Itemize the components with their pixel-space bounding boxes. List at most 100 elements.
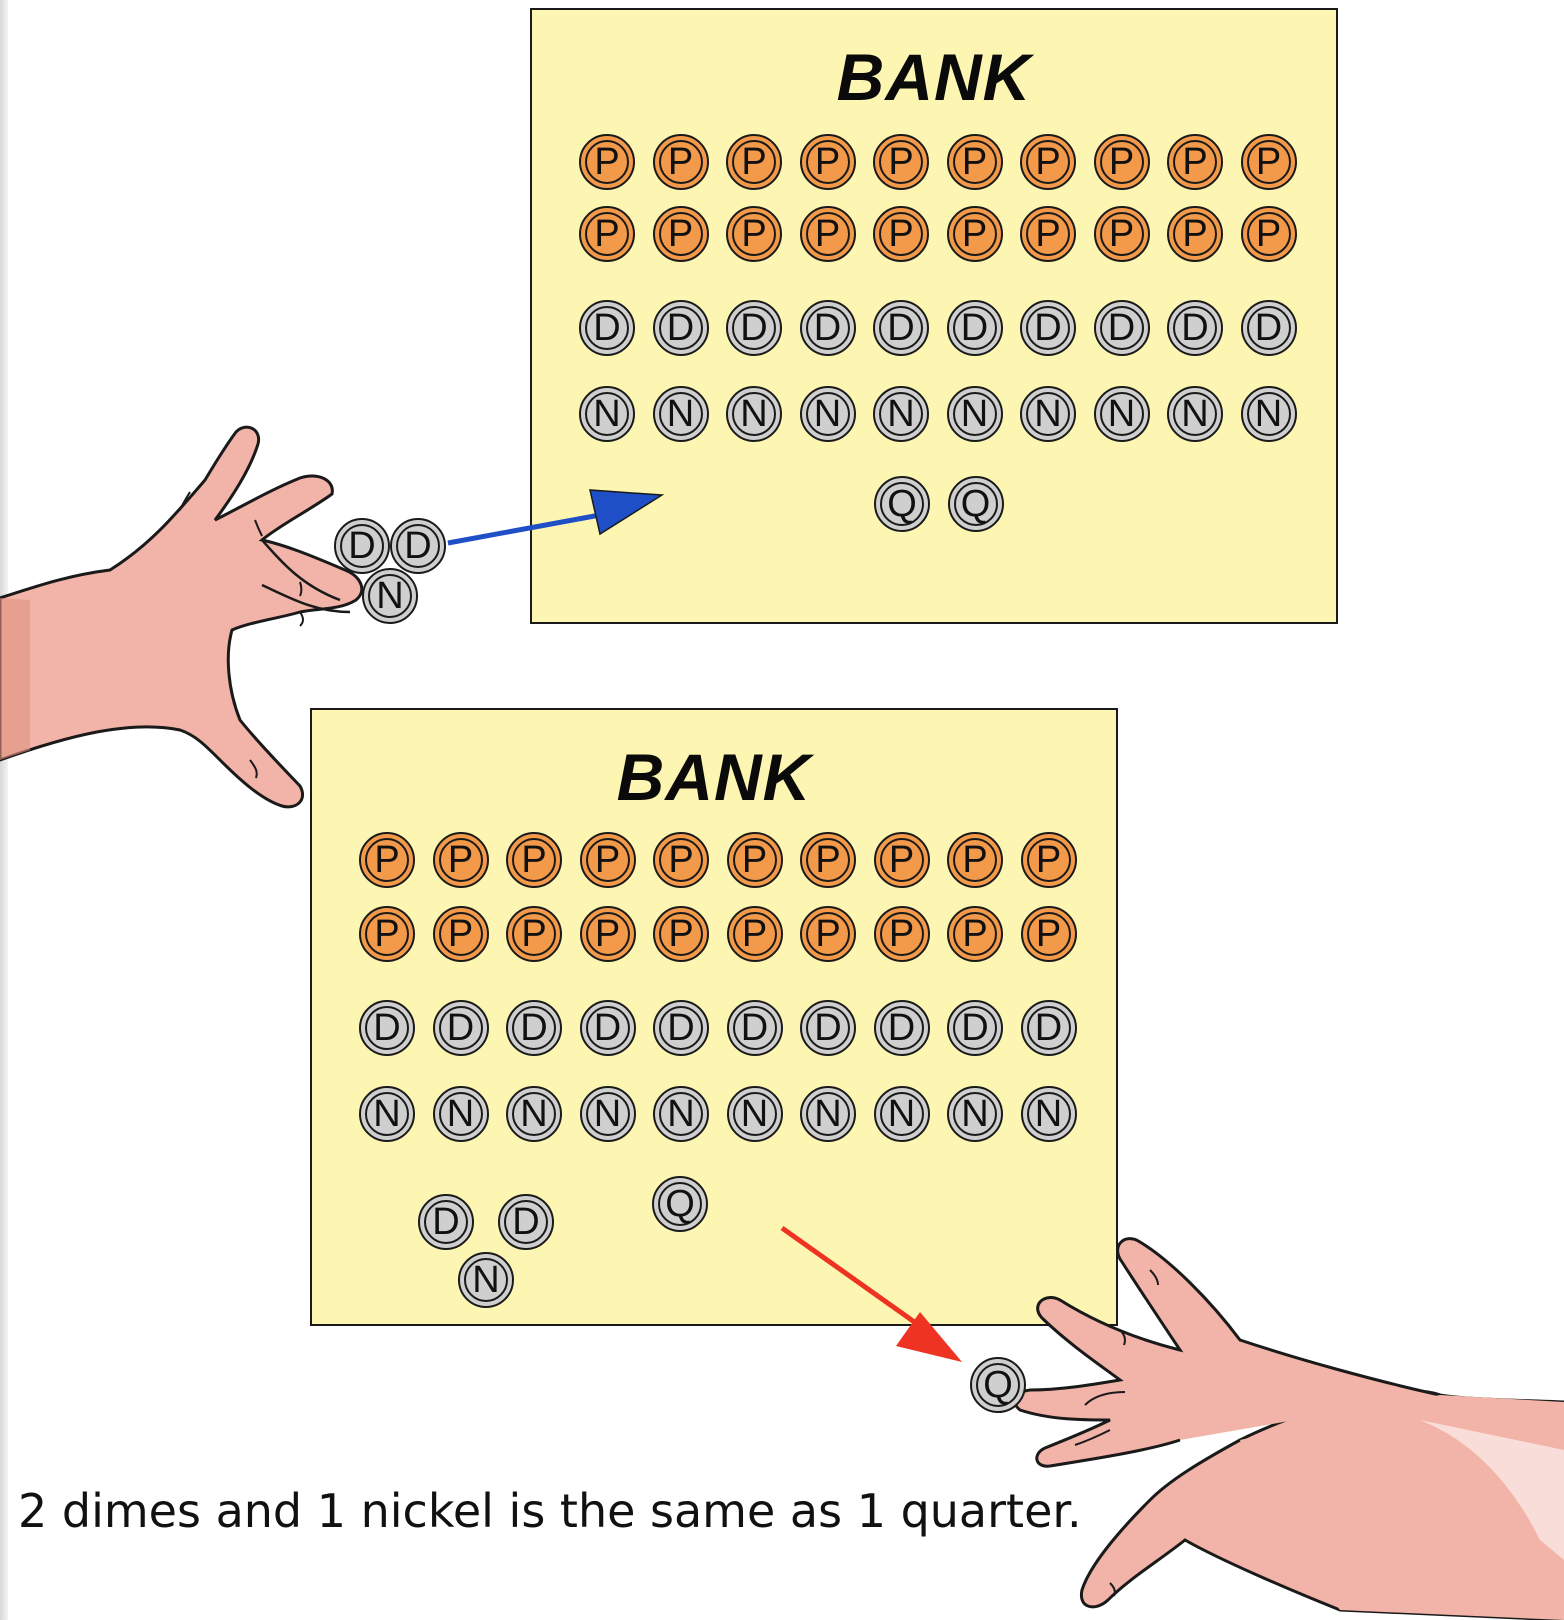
nickel-coin: N [726, 1086, 783, 1142]
coin-letter: P [814, 140, 841, 183]
coin-letter: P [1255, 212, 1282, 255]
penny-coin: P [1167, 206, 1223, 262]
nickel-coin: N [506, 1086, 562, 1142]
bank-title: BANK [616, 740, 812, 814]
coin-letter: N [1107, 392, 1136, 435]
nickel-coin: N [1240, 386, 1297, 442]
penny-coin: P [947, 832, 1003, 888]
coin-letter: P [521, 838, 547, 881]
dime-coin: D [800, 1000, 856, 1056]
coin-letter: D [1034, 306, 1062, 349]
coin-letter: Q [665, 1182, 695, 1225]
penny-coin: P [873, 206, 929, 262]
coin-letter: P [1182, 212, 1208, 255]
coin-letter: P [888, 912, 915, 955]
penny-coin: P [800, 832, 856, 888]
nickel-coin: N [947, 1086, 1003, 1142]
coin-letter: P [888, 212, 914, 255]
coin-letter: P [814, 212, 841, 255]
coin-letter: P [594, 838, 621, 881]
coin-letter: P [667, 140, 694, 183]
penny-coin: P [1020, 906, 1077, 962]
nickel-coin: N [1093, 386, 1150, 442]
coin-letter: P [1108, 140, 1135, 183]
coin-letter: P [521, 912, 547, 955]
deposited-coin: N [458, 1252, 514, 1308]
coin-letter: P [1035, 140, 1061, 183]
coin-letter: Q [983, 1363, 1013, 1406]
coin-letter: N [887, 392, 915, 435]
held-quarter-coin: Q [970, 1357, 1026, 1413]
coin-letter: D [667, 1006, 695, 1049]
penny-coin: P [946, 206, 1003, 262]
coin-letter: D [348, 524, 376, 567]
coin-letter: D [887, 1006, 916, 1049]
penny-coin: P [653, 906, 709, 962]
penny-coin: P [1020, 134, 1076, 190]
nickel-coin: N [873, 386, 929, 442]
coin-letter: D [887, 306, 915, 349]
coin-letter: P [962, 838, 988, 881]
coin-letter: P [815, 912, 841, 955]
dime-coin: D [1240, 300, 1297, 356]
coin-letter: P [1255, 140, 1282, 183]
penny-coin: P [653, 832, 709, 888]
coin-letter: P [888, 838, 915, 881]
coin-letter: P [668, 912, 694, 955]
penny-coin: P [579, 134, 635, 190]
penny-coin: P [726, 906, 783, 962]
coin-letter: Q [960, 482, 991, 525]
dime-coin: D [653, 1000, 709, 1056]
nickel-coin: N [799, 386, 856, 442]
coin-letter: N [887, 1092, 916, 1135]
coin-letter: N [1034, 392, 1062, 435]
held-coin: D [390, 518, 446, 574]
dime-coin: D [799, 300, 856, 356]
coin-letter: N [376, 574, 404, 617]
coin-letter: P [741, 212, 767, 255]
penny-coin: P [1020, 832, 1077, 888]
coin-letter: D [1254, 306, 1283, 349]
penny-coin: P [359, 832, 415, 888]
coin-letter: D [666, 306, 695, 349]
nickel-coin: N [359, 1086, 415, 1142]
coin-letter: D [1034, 1006, 1063, 1049]
quarter-coin: Q [874, 476, 930, 532]
coin-letter: N [1181, 392, 1209, 435]
nickel-coin: N [873, 1086, 930, 1142]
dime-coin: D [1093, 300, 1150, 356]
coin-letter: N [1254, 392, 1283, 435]
quarter-coin: Q [947, 476, 1004, 532]
coin-letter: D [373, 1006, 401, 1049]
penny-coin: P [1093, 134, 1150, 190]
dime-coin: D [359, 1000, 415, 1056]
left-hand-illustration [0, 425, 364, 809]
dime-coin: D [652, 300, 709, 356]
bank-title: BANK [836, 40, 1032, 114]
penny-coin: P [652, 134, 709, 190]
coin-letter: N [740, 392, 768, 435]
caption-text: 2 dimes and 1 nickel is the same as 1 qu… [18, 1484, 1082, 1538]
coin-letter: P [962, 912, 988, 955]
penny-coin: P [1093, 206, 1150, 262]
coin-letter: N [961, 1092, 989, 1135]
right-hand-illustration [1013, 1237, 1564, 1620]
nickel-coin: N [653, 1086, 709, 1142]
coin-letter: D [1181, 306, 1209, 349]
penny-coin: P [726, 832, 783, 888]
dime-coin: D [873, 1000, 930, 1056]
coin-letter: D [814, 1006, 842, 1049]
dime-coin: D [1167, 300, 1223, 356]
nickel-coin: N [432, 1086, 489, 1142]
coin-letter: P [1035, 838, 1062, 881]
coin-letter: N [813, 392, 842, 435]
penny-coin: P [800, 906, 856, 962]
penny-coin: P [726, 134, 782, 190]
coin-letter: N [667, 1092, 695, 1135]
nickel-coin: N [1020, 386, 1076, 442]
penny-coin: P [1167, 134, 1223, 190]
coin-letter: N [373, 1092, 401, 1135]
